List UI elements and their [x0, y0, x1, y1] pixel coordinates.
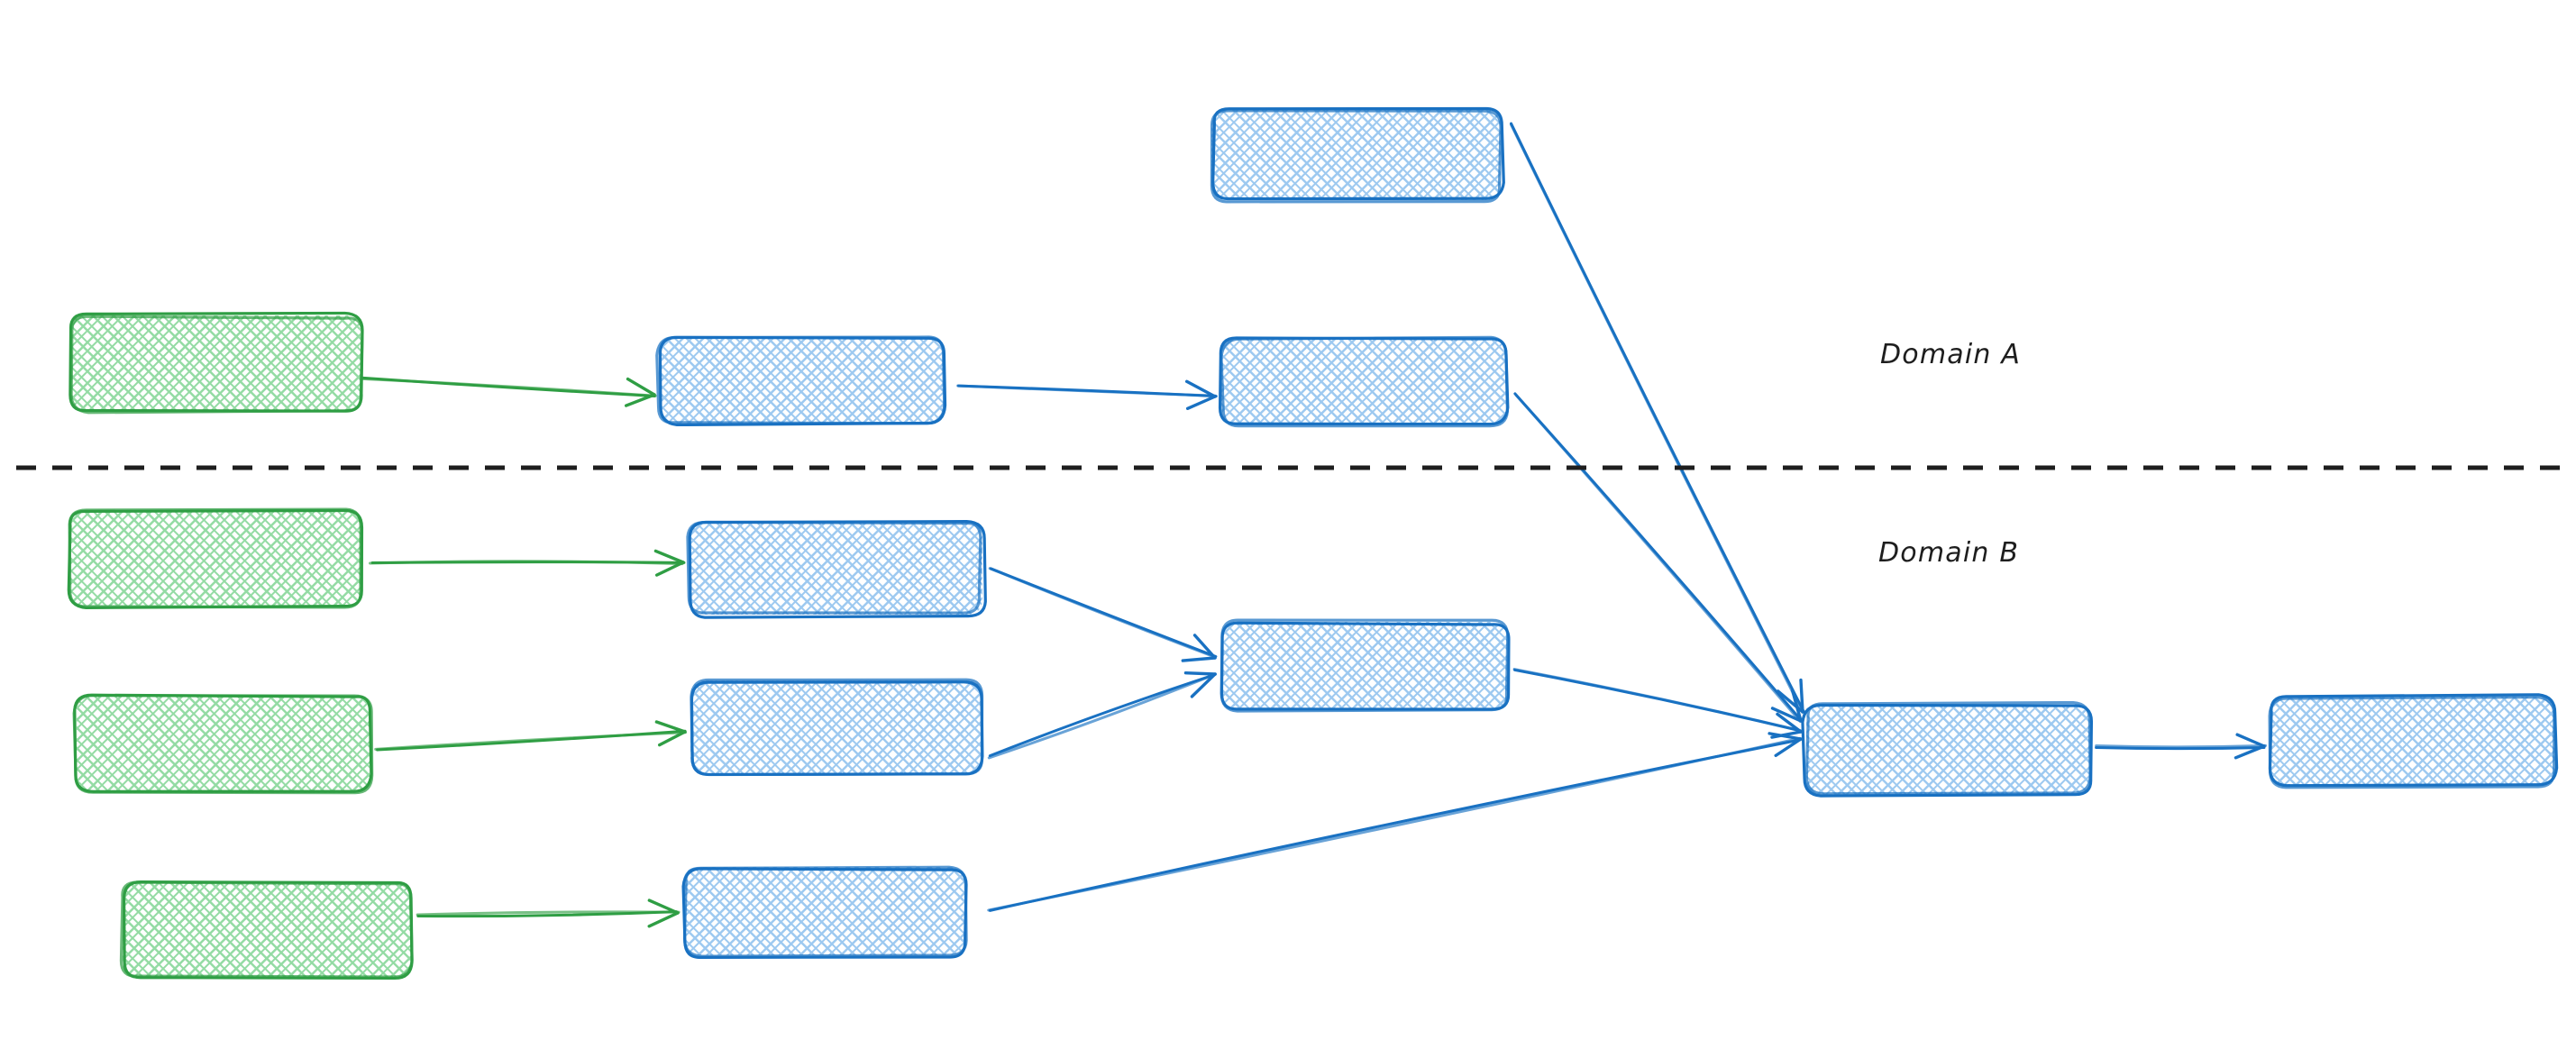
arrow-head: [1183, 670, 1217, 698]
arrow-head: [1770, 689, 1803, 723]
arrow-head: [653, 549, 685, 577]
node-outline: [688, 520, 987, 619]
arrow-head: [647, 898, 680, 928]
edge-e6[interactable]: [374, 720, 687, 752]
node-fill-hatch-b: [1806, 705, 2091, 795]
edge-e8[interactable]: [988, 567, 1218, 662]
edge-line: [987, 736, 1802, 912]
edge-line: [987, 672, 1218, 760]
edge-line: [988, 567, 1217, 659]
node-outline: [655, 335, 946, 425]
node-b-proc-2[interactable]: [690, 678, 984, 777]
node-b-output[interactable]: [2268, 693, 2559, 789]
edge-line: [956, 384, 1217, 397]
edge-line: [359, 377, 657, 397]
node-fill-hatch-b: [1211, 110, 1501, 200]
edge-line: [988, 672, 1217, 758]
node-b-proc-1[interactable]: [686, 520, 987, 619]
edge-line: [416, 910, 681, 917]
edge-line: [374, 731, 687, 751]
node-outline: [682, 865, 968, 958]
arrow-head: [1768, 732, 1803, 758]
node-outline: [1804, 700, 2092, 796]
node-outline: [69, 315, 364, 415]
node-fill-hatch-b: [70, 315, 361, 411]
edge-e7[interactable]: [416, 898, 681, 928]
node-a-proc-2[interactable]: [1218, 335, 1510, 428]
node-b-sink[interactable]: [1801, 700, 2094, 798]
node-fill-hatch-b: [69, 510, 361, 606]
arrow-head: [2233, 733, 2266, 760]
node-outline: [119, 880, 414, 979]
arrow-head: [1770, 712, 1803, 739]
edge-line: [2095, 743, 2268, 749]
node-fill-hatch-b: [77, 696, 370, 793]
domain-a-label: Domain A: [1880, 339, 2022, 370]
edge-e9[interactable]: [987, 670, 1218, 760]
arrow-head: [654, 720, 687, 747]
domain-b-label: Domain B: [1878, 537, 2020, 569]
edge-line: [1512, 668, 1803, 733]
edge-line: [1510, 123, 1804, 713]
node-fill-hatch-b: [1221, 622, 1507, 710]
node-b-source-1[interactable]: [67, 507, 364, 609]
edge-e11[interactable]: [987, 732, 1803, 912]
node-b-merge[interactable]: [1219, 618, 1511, 713]
node-a-proc-1[interactable]: [655, 335, 947, 427]
node-outline: [1219, 335, 1510, 428]
node-b-proc-3[interactable]: [681, 865, 968, 959]
node-outline: [72, 694, 374, 795]
node-fill-hatch-b: [1221, 338, 1507, 425]
node-outline: [1210, 109, 1503, 204]
node-fill-hatch-b: [660, 338, 945, 424]
arrow-head: [625, 377, 656, 407]
node-fill-hatch-b: [683, 867, 964, 955]
edge-line: [2095, 745, 2266, 751]
edge-e5[interactable]: [369, 549, 686, 577]
edge-e10[interactable]: [1512, 668, 1803, 739]
edge-line: [1514, 394, 1802, 723]
node-b-source-3[interactable]: [119, 880, 414, 981]
node-fill-hatch-b: [690, 521, 982, 615]
node-a-source-1[interactable]: [69, 311, 364, 415]
arrow-head: [1181, 634, 1217, 662]
edge-e1[interactable]: [359, 376, 657, 407]
node-a-proc-top[interactable]: [1210, 106, 1505, 204]
node-b-source-2[interactable]: [72, 693, 374, 795]
node-outline: [1219, 618, 1510, 713]
node-outline: [686, 520, 982, 615]
node-outline: [2268, 695, 2556, 789]
node-fill-hatch-b: [123, 881, 411, 979]
node-fill-hatch-b: [690, 680, 982, 774]
edge-line: [369, 560, 684, 566]
edge-e2[interactable]: [956, 379, 1218, 410]
node-fill-hatch-b: [2270, 697, 2555, 786]
edge-e4[interactable]: [1513, 392, 1803, 723]
arrow-head: [1184, 379, 1217, 410]
node-outline: [690, 678, 984, 777]
edge-e12[interactable]: [2095, 733, 2268, 760]
node-outline: [68, 507, 362, 609]
